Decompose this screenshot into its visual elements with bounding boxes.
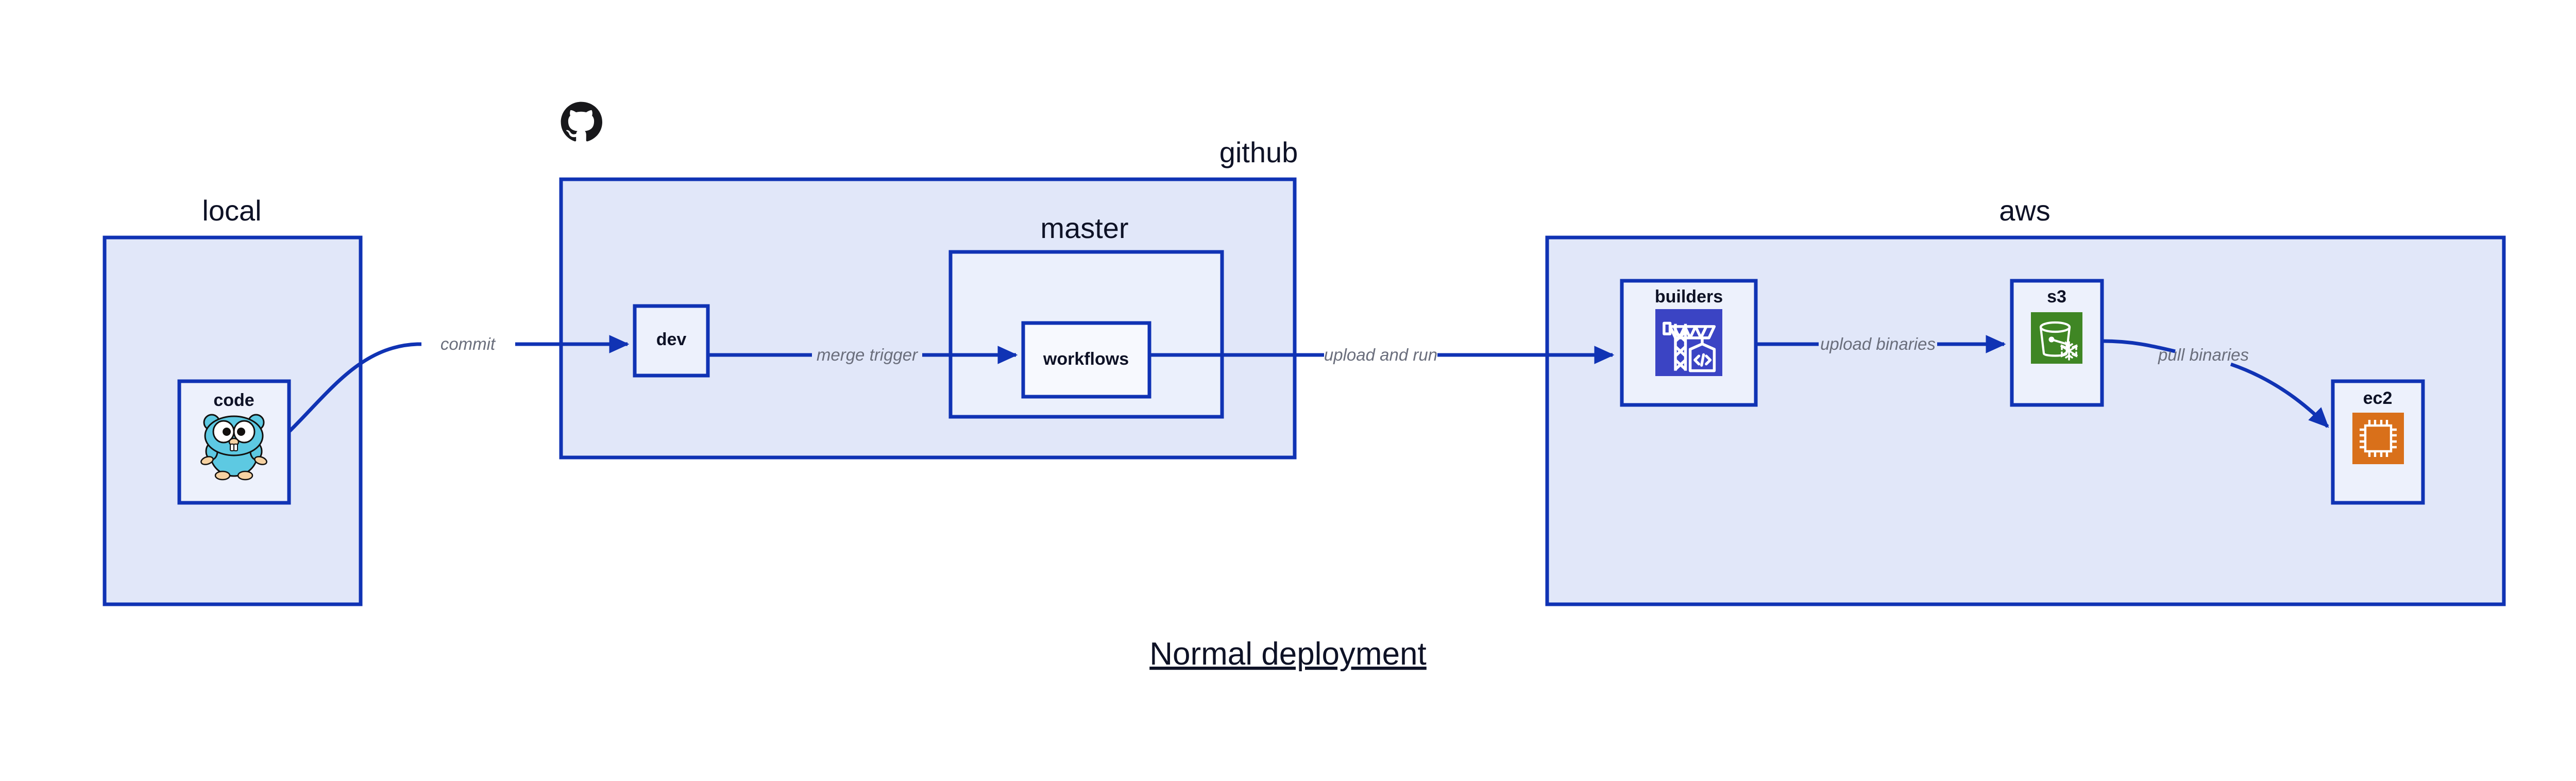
edge-upload-and-run: upload and run — [1149, 345, 1615, 364]
node-ec2[interactable]: ec2 — [2331, 379, 2425, 505]
edge-pull-binaries-line-2 — [2230, 362, 2329, 428]
group-github-label: github — [1219, 136, 1298, 168]
diagram-title: Normal deployment — [1149, 636, 1427, 672]
group-local-label: local — [202, 194, 261, 227]
aws-s3-glacier-icon — [2031, 312, 2082, 364]
edge-upload-binaries: upload binaries — [1756, 334, 2006, 353]
edge-commit-line — [287, 342, 421, 433]
group-master-label: master — [1040, 212, 1128, 244]
group-github[interactable]: github master workflows dev — [559, 101, 1298, 460]
edge-upload-and-run-label: upload and run — [1324, 345, 1437, 364]
node-dev[interactable]: dev — [633, 304, 710, 378]
edge-commit-label: commit — [440, 334, 496, 353]
group-master[interactable]: master workflows — [948, 212, 1224, 419]
aws-ec2-chip-icon — [2352, 413, 2404, 464]
node-workflows-label: workflows — [1043, 349, 1129, 369]
node-workflows-box[interactable] — [1021, 321, 1151, 399]
group-local[interactable]: local code — [103, 194, 363, 606]
node-s3-label: s3 — [2047, 287, 2066, 307]
group-aws[interactable]: aws builders s3 ec2 — [1545, 194, 2506, 606]
node-dev-box[interactable] — [633, 304, 710, 378]
node-builders[interactable]: builders — [1620, 279, 1758, 407]
node-dev-label: dev — [656, 330, 687, 349]
aws-codebuild-icon — [1655, 309, 1722, 376]
edge-merge-trigger-label: merge trigger — [817, 345, 919, 364]
edge-upload-binaries-label: upload binaries — [1820, 334, 1936, 353]
node-code-label: code — [213, 390, 254, 410]
edge-commit: commit — [287, 334, 630, 433]
edge-pull-binaries-label: pull binaries — [2158, 345, 2249, 364]
edge-merge-trigger: merge trigger — [708, 345, 1018, 364]
edge-pull-binaries-line — [2102, 339, 2176, 353]
node-builders-label: builders — [1655, 287, 1723, 307]
github-octocat-icon — [561, 101, 602, 142]
node-s3[interactable]: s3 — [2010, 279, 2104, 407]
group-aws-label: aws — [1999, 194, 2050, 227]
node-ec2-label: ec2 — [2363, 388, 2393, 408]
node-workflows[interactable]: workflows — [1021, 321, 1151, 399]
node-code[interactable]: code — [177, 379, 291, 505]
edge-pull-binaries: pull binaries — [2102, 339, 2329, 428]
